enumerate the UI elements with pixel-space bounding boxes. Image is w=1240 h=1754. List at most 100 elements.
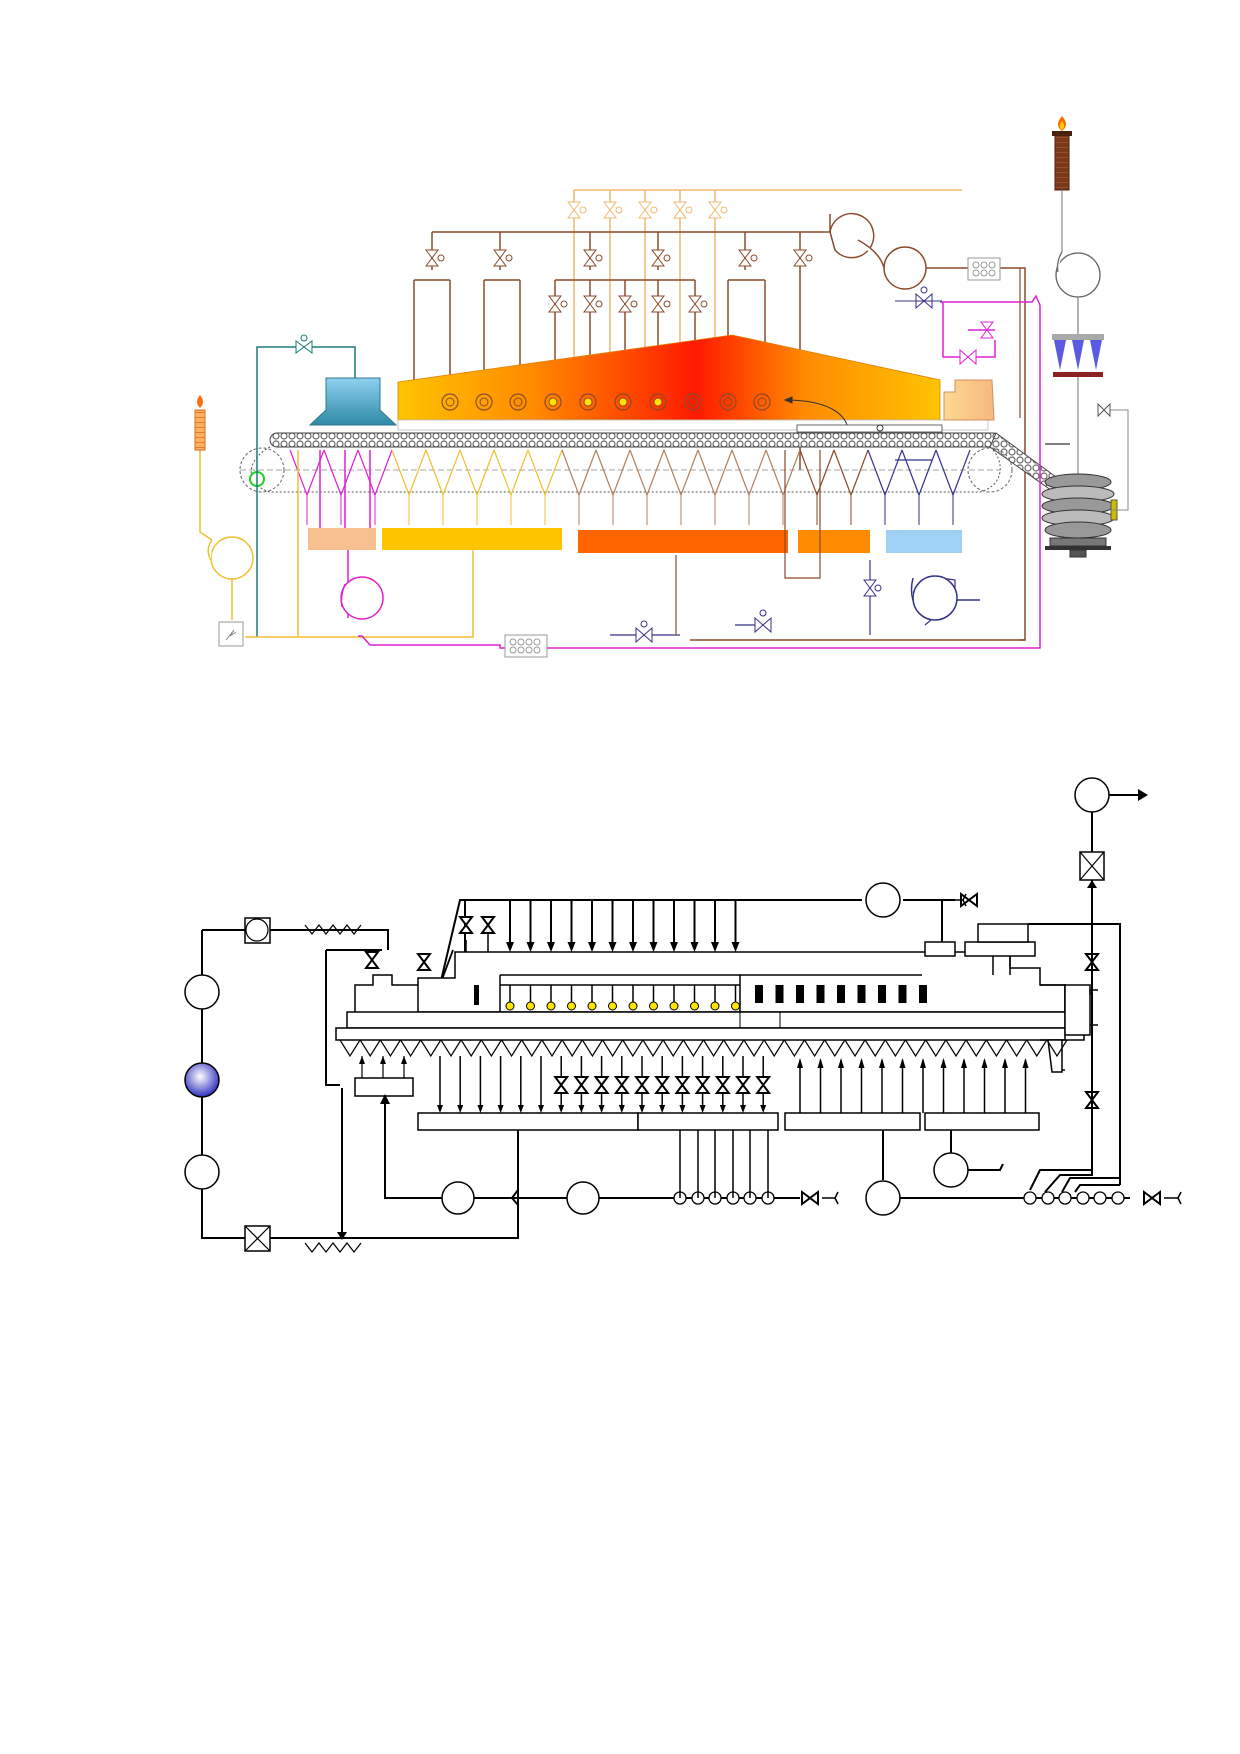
- hopper: [864, 1039, 886, 1058]
- burner: [614, 393, 632, 411]
- manifold-node: [1023, 1191, 1037, 1205]
- pipe-end: [822, 1191, 839, 1199]
- valve-icon: [735, 1076, 751, 1094]
- ignition-bar: [878, 985, 886, 1003]
- line-process-flow-diagram: [184, 777, 1182, 1253]
- valve-icon: [416, 953, 432, 971]
- hopper: [703, 1039, 725, 1058]
- downcomer-arrowhead: [639, 1105, 645, 1113]
- upcomer-arrowhead: [961, 1058, 967, 1068]
- combustion-fan-1: [829, 212, 875, 259]
- collector-box-orange2: [798, 530, 870, 553]
- manifold-node: [1111, 1191, 1125, 1205]
- valve-icon: [480, 916, 496, 934]
- yellow-fan: [207, 536, 254, 580]
- valve-icon: [364, 951, 380, 969]
- hopper: [965, 1039, 987, 1058]
- manifold-node: [1076, 1191, 1090, 1205]
- hopper: [521, 1039, 543, 1058]
- valve-icon: [425, 249, 445, 267]
- hopper: [339, 1039, 361, 1058]
- filter-box-bottom: [504, 634, 548, 658]
- upcomer-arrowhead: [380, 1056, 386, 1064]
- valve-icon: [674, 1076, 691, 1094]
- valve-icon: [654, 1076, 671, 1094]
- ignition-bar: [857, 985, 866, 1003]
- collector-box-peach: [308, 528, 376, 550]
- hopper: [602, 1039, 624, 1058]
- windbox-hopper: [901, 449, 937, 497]
- upcomer-arrowhead: [359, 1056, 365, 1064]
- ignition-bar: [796, 985, 804, 1003]
- ignition-bar: [837, 985, 845, 1003]
- ignition-bar: [474, 985, 479, 1005]
- upcomer-arrows: [797, 1058, 1029, 1113]
- hopper: [925, 1039, 947, 1058]
- valve-icon: [634, 1076, 650, 1094]
- windbox-hopper: [663, 449, 699, 497]
- burner: [684, 393, 702, 411]
- valve-icon: [593, 1076, 610, 1094]
- valve-icon: [694, 1076, 711, 1094]
- downcomer-arrowhead: [477, 1105, 484, 1113]
- hopper: [945, 1039, 967, 1058]
- hopper: [662, 1039, 684, 1058]
- hopper: [783, 1039, 805, 1058]
- hopper: [541, 1039, 563, 1058]
- feed-arrowhead: [547, 942, 555, 952]
- feed-arrowhead: [690, 942, 699, 952]
- hopper: [985, 1039, 1007, 1058]
- burner: [579, 393, 597, 411]
- upcomer-arrowhead: [797, 1058, 803, 1068]
- manifold-node: [1041, 1191, 1055, 1205]
- valve-icon: [801, 1190, 819, 1206]
- upcomer-arrowhead: [879, 1058, 885, 1068]
- upcomer-arrowhead: [838, 1058, 844, 1068]
- burner: [719, 393, 737, 411]
- downcomer-arrowhead: [719, 1105, 726, 1113]
- hopper: [420, 1039, 442, 1058]
- magenta-valve: [959, 321, 994, 366]
- cyclone-dust-collectors: [1052, 334, 1104, 475]
- windbox-hopper: [697, 449, 733, 497]
- hopper: [622, 1039, 644, 1058]
- hopper: [804, 1039, 826, 1058]
- feed-arrowhead: [711, 942, 719, 952]
- feed-arrowhead: [608, 942, 617, 952]
- downcomer-arrowhead: [457, 1105, 464, 1113]
- brown-valve-row: [425, 249, 813, 313]
- downcomer-arrowhead: [578, 1105, 585, 1113]
- end-hood: [943, 379, 995, 421]
- upcomer-arrowhead: [401, 1056, 407, 1064]
- brown-bottom-line: [675, 450, 821, 635]
- valve-icon: [793, 249, 813, 267]
- burner: [649, 393, 667, 411]
- downcomer-arrowhead: [538, 1105, 544, 1113]
- downcomer-arrowhead: [760, 1105, 767, 1113]
- burner: [544, 393, 562, 411]
- upcomer-arrowhead: [981, 1058, 988, 1068]
- windbox-hopper: [595, 449, 631, 497]
- downcomer-arrows: [359, 1056, 772, 1113]
- burner-tip: [546, 1001, 556, 1011]
- filter-box-top: [967, 257, 1001, 281]
- hopper: [1046, 1039, 1068, 1058]
- windbox-hopper: [833, 449, 869, 497]
- transfer-arrow: [783, 396, 943, 433]
- burner-tip: [649, 1001, 658, 1011]
- windbox-hopper: [459, 449, 495, 497]
- upcomer-arrowhead: [858, 1058, 865, 1068]
- hopper: [1006, 1039, 1028, 1058]
- windbox-hopper: [561, 449, 597, 497]
- burner-tip: [690, 1001, 699, 1011]
- feed-arrowhead: [506, 942, 514, 952]
- windbox-hopper: [731, 449, 767, 497]
- hopper: [905, 1039, 927, 1058]
- downcomer-arrowhead: [558, 1105, 565, 1113]
- feed-arrowhead: [526, 942, 535, 952]
- burner-tip: [628, 1001, 638, 1011]
- main-exhaust-stack: [1052, 116, 1072, 252]
- pipe-end: [962, 899, 967, 907]
- navy-fan: [910, 575, 980, 621]
